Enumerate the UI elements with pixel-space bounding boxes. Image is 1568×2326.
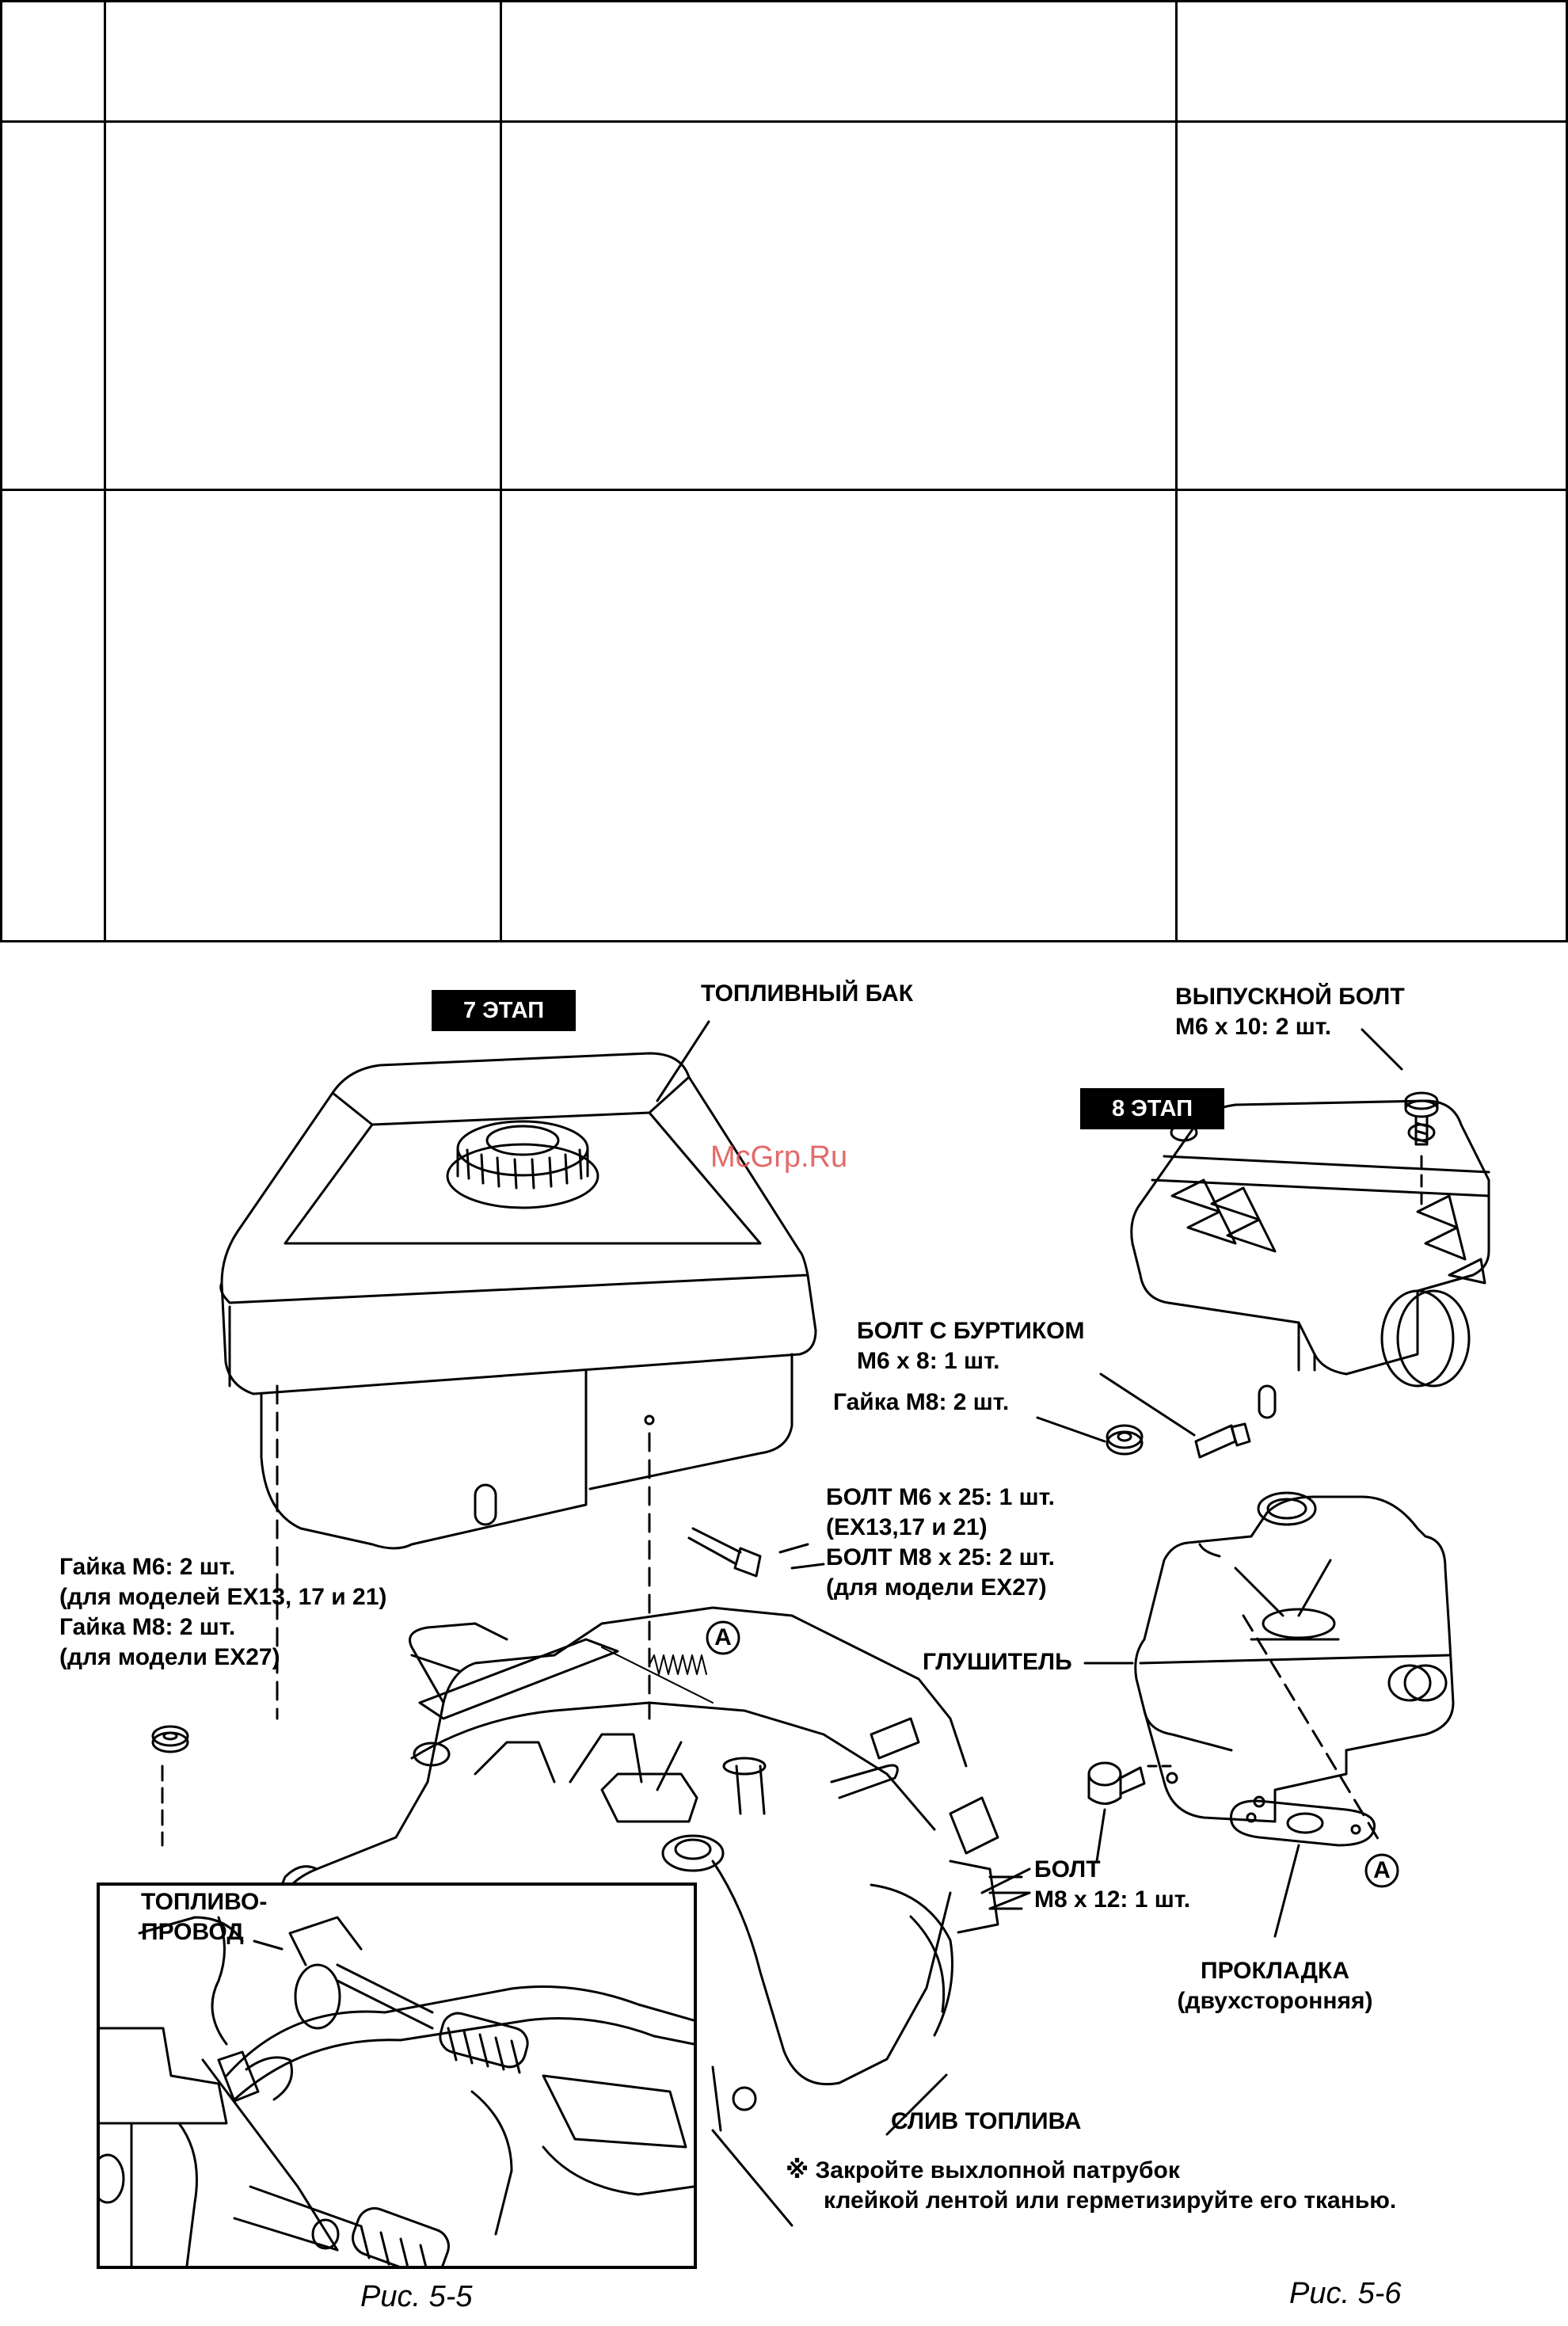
table-header-cell	[500, 0, 1175, 120]
gasket-drawing	[1231, 1801, 1374, 1845]
label-exhaust-bolt: ВЫПУСКНОЙ БОЛТ	[1175, 984, 1405, 1010]
table-header-cell	[0, 0, 104, 120]
figure-caption-right: Рис. 5-6	[1289, 2277, 1402, 2310]
muffler-drawing	[1136, 1493, 1453, 1822]
label-bolt-m8x25: БОЛТ M8 x 25: 2 шт.	[826, 1544, 1055, 1570]
table-col-divider	[500, 0, 502, 942]
fuel-line-inset: ТОПЛИВО- ПРОВОД	[97, 1882, 697, 2269]
marker-a-circle-right	[1366, 1855, 1398, 1886]
table-row-divider	[0, 120, 1568, 123]
leader-bolt-m6x25	[792, 1564, 824, 1568]
leader-gasket	[1275, 1845, 1299, 1936]
label-nut-m8-left-models: (для модели EX27)	[59, 1644, 280, 1670]
label-bolt-m8x12: БОЛТ	[1034, 1856, 1101, 1882]
flange-bolt-drawing	[1196, 1424, 1250, 1457]
label-fuel-tank: ТОПЛИВНЫЙ БАК	[701, 980, 914, 1007]
label-flange-bolt: БОЛТ С БУРТИКОМ	[857, 1318, 1085, 1344]
table-border-right	[1566, 0, 1568, 942]
label-fuel-line-2: ПРОВОД	[141, 1919, 244, 1945]
table-border-bottom	[0, 940, 1568, 942]
label-bolt-m6x25-models: (EX13,17 и 21)	[826, 1514, 988, 1540]
table-header-cell	[104, 0, 500, 120]
table-col-divider	[1175, 0, 1178, 942]
exhaust-bolt-drawing	[1406, 1093, 1437, 1144]
fuel-line-inset-drawing	[100, 1916, 694, 2266]
marker-a-left: A	[714, 1624, 732, 1650]
marker-a-circle-left	[707, 1622, 739, 1654]
label-flange-bolt-spec: M6 x 8: 1 шт.	[857, 1348, 1000, 1374]
muffler-cover-drawing	[1132, 1101, 1489, 1418]
instruction-table	[0, 0, 1568, 942]
stage-8-badge: 8 ЭТАП	[1080, 1088, 1224, 1129]
leader-nut-right	[1037, 1418, 1105, 1441]
filler-cap-drawing	[447, 1121, 598, 1208]
stage-7-badge: 7 ЭТАП	[432, 990, 576, 1031]
label-gasket-note: (двухсторонняя)	[1177, 1988, 1373, 2014]
leader-fuel-drain	[887, 2075, 946, 2134]
label-exhaust-bolt-spec: M6 x 10: 2 шт.	[1175, 1014, 1332, 1040]
leader-note	[713, 2130, 792, 2225]
label-bolt-m6x25: БОЛТ M6 x 25: 1 шт.	[826, 1484, 1055, 1510]
bolt-m6x25-drawing	[689, 1528, 808, 1576]
note-line-2: клейкой лентой или герметизируйте его тк…	[824, 2187, 1397, 2214]
leader-fuel-tank	[657, 1022, 709, 1101]
table-col-divider	[104, 0, 106, 942]
label-bolt-m8x25-models: (для модели EX27)	[826, 1574, 1047, 1601]
watermark-text: McGrp.Ru	[710, 1140, 848, 1174]
nut-right-drawing	[1107, 1426, 1142, 1454]
table-header-cell	[1175, 0, 1566, 120]
note-line-1: ※ Закройте выхлопной патрубок	[786, 2157, 1180, 2183]
dashed-guide	[1243, 1616, 1382, 1845]
bolt-m8x12-drawing	[1089, 1763, 1144, 1804]
label-nut-m8-right: Гайка M8: 2 шт.	[833, 1389, 1010, 1415]
label-nut-m6-left-models: (для моделей EX13, 17 и 21)	[59, 1584, 387, 1610]
leader-flange-bolt	[1101, 1374, 1194, 1435]
label-muffler: ГЛУШИТЕЛЬ	[923, 1649, 1072, 1675]
table-row-divider	[0, 489, 1568, 491]
nut-left-drawing	[153, 1726, 188, 1752]
leader-bolt-m8x12	[1097, 1810, 1105, 1861]
label-nut-m8-left: Гайка M8: 2 шт.	[59, 1614, 236, 1640]
fuel-tank-drawing	[221, 1053, 816, 1548]
table-border-top	[0, 0, 1568, 2]
label-fuel-line-1: ТОПЛИВО-	[141, 1889, 268, 1915]
figure-caption-left: Рис. 5-5	[360, 2280, 473, 2313]
label-bolt-m8x12-spec: M8 x 12: 1 шт.	[1034, 1886, 1191, 1913]
label-nut-m6-left: Гайка M6: 2 шт.	[59, 1554, 236, 1580]
table-border-left	[0, 0, 2, 942]
label-gasket: ПРОКЛАДКА	[1201, 1958, 1349, 1984]
assembly-figure: 7 ЭТАП 8 ЭТАП ТОПЛИВНЫЙ БАК ВЫПУСКНОЙ БО…	[0, 942, 1568, 2326]
leader-nut-left	[412, 1655, 459, 1671]
leader-exhaust-bolt	[1362, 1030, 1402, 1069]
label-fuel-drain: СЛИВ ТОПЛИВА	[891, 2108, 1082, 2134]
marker-a-right: A	[1373, 1857, 1391, 1883]
